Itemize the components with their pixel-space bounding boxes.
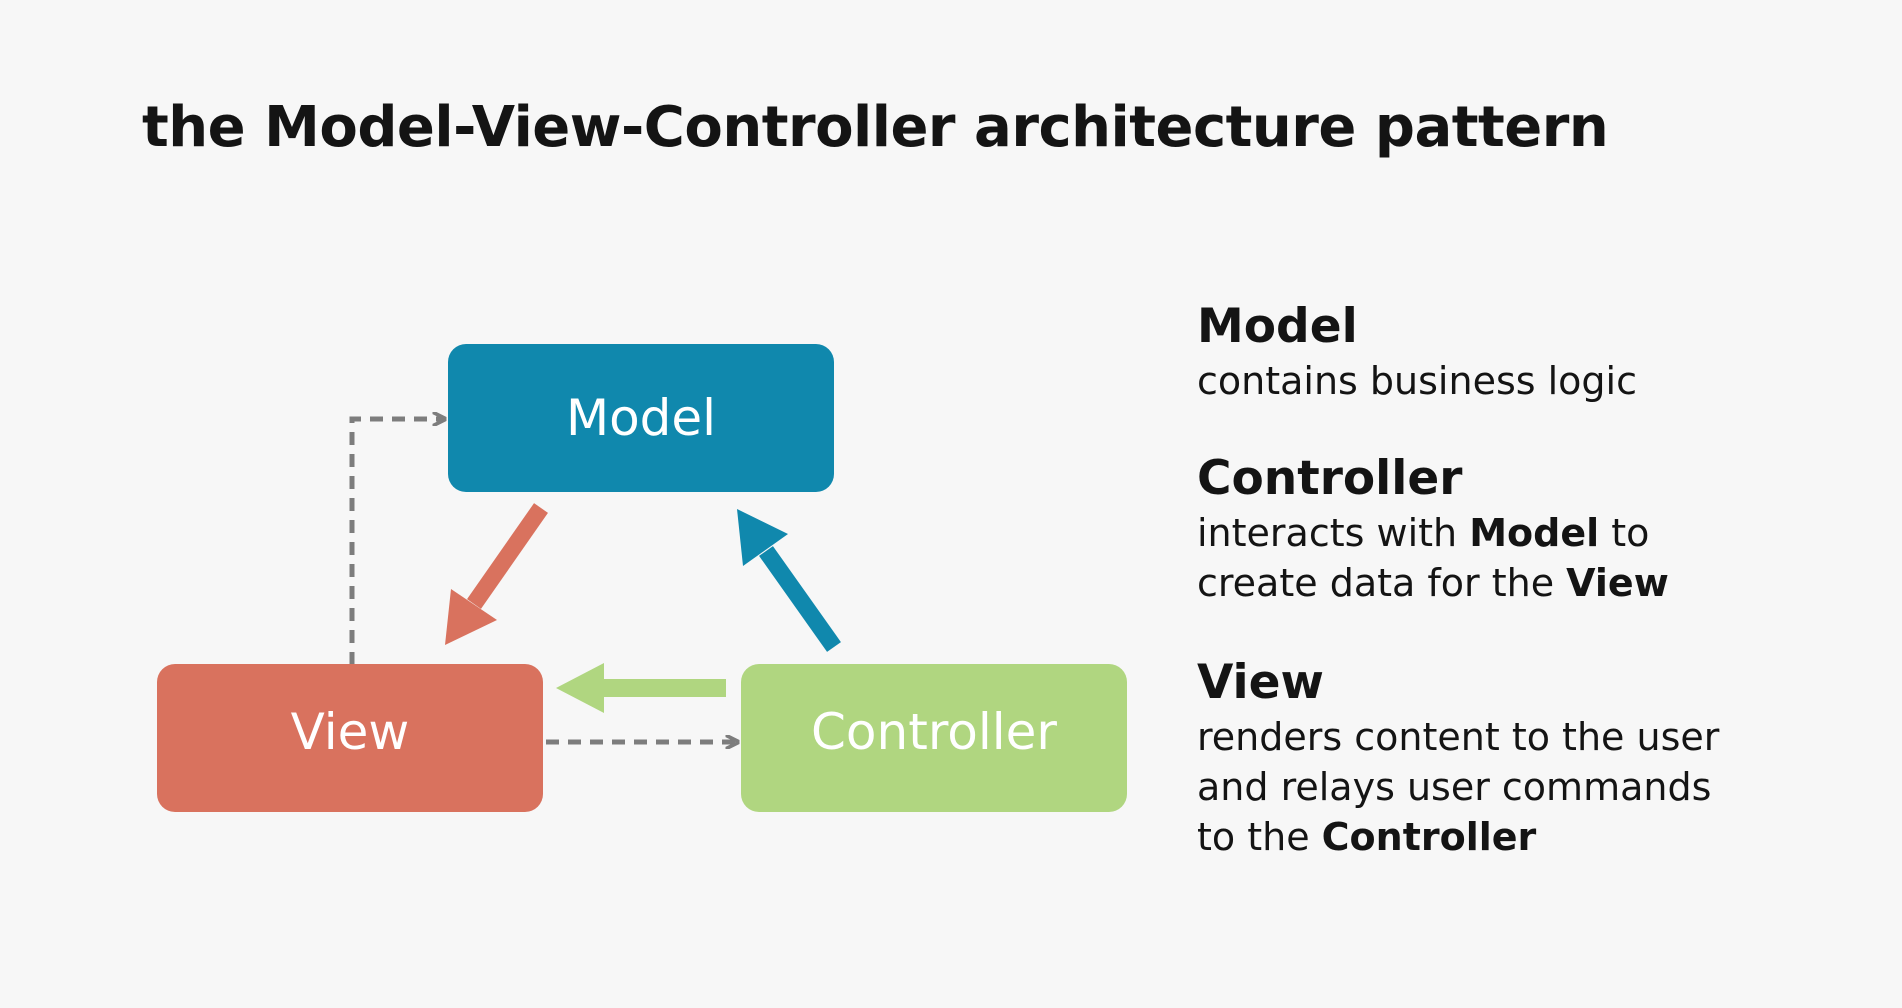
legend-controller: Controller interacts with Model to creat… bbox=[1197, 450, 1857, 608]
legend-view-desc-line3: to the Controller bbox=[1197, 812, 1857, 862]
legend-controller-line1-bold: Model bbox=[1469, 511, 1600, 555]
legend-controller-desc-line1: interacts with Model to bbox=[1197, 508, 1857, 558]
legend-controller-line1-post: to bbox=[1599, 511, 1650, 555]
legend-model-heading: Model bbox=[1197, 299, 1358, 354]
view-node: View bbox=[157, 664, 543, 812]
controller-to-model-arrow bbox=[737, 509, 841, 652]
view-to-model-dashed-arrow bbox=[349, 419, 445, 665]
model-to-view-arrow bbox=[445, 503, 548, 645]
controller-to-view-arrow bbox=[556, 663, 726, 713]
legend-view-line1: renders content to the user bbox=[1197, 715, 1720, 759]
legend-view-line2: and relays user commands bbox=[1197, 765, 1712, 809]
legend: Model contains business logic Controller… bbox=[1197, 298, 1857, 862]
slide-title: the Model-View-Controller architecture p… bbox=[142, 95, 1609, 160]
legend-view-line3-bold: Controller bbox=[1321, 815, 1537, 859]
model-node-label: Model bbox=[566, 389, 716, 447]
legend-model-desc: contains business logic bbox=[1197, 356, 1857, 406]
model-node: Model bbox=[448, 344, 834, 492]
legend-controller-heading: Controller bbox=[1197, 451, 1463, 506]
legend-view-heading: View bbox=[1197, 655, 1324, 710]
view-node-label: View bbox=[291, 703, 410, 761]
legend-controller-desc-line2: create data for the View bbox=[1197, 558, 1857, 608]
legend-controller-line1-pre: interacts with bbox=[1197, 511, 1470, 555]
mvc-diagram: Model View Controller bbox=[157, 344, 1127, 812]
legend-model-line1: contains business logic bbox=[1197, 359, 1638, 403]
legend-view-line3-pre: to the bbox=[1197, 815, 1322, 859]
legend-controller-line2-pre: create data for the bbox=[1197, 561, 1567, 605]
legend-view: View renders content to the user and rel… bbox=[1197, 654, 1857, 862]
controller-node-label: Controller bbox=[811, 703, 1057, 761]
legend-model: Model contains business logic bbox=[1197, 298, 1857, 406]
legend-controller-line2-bold: View bbox=[1566, 561, 1669, 605]
controller-node: Controller bbox=[741, 664, 1127, 812]
